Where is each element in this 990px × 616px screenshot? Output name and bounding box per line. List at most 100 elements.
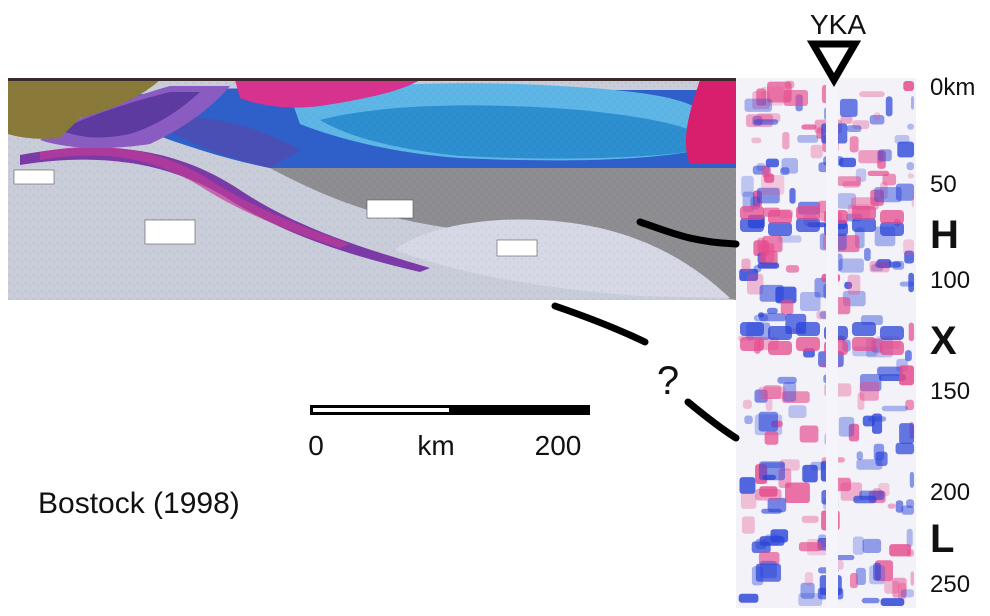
seismic-blob [768, 326, 792, 340]
seismic-blob [852, 322, 876, 336]
seismic-blob [744, 415, 753, 424]
seismic-blob [762, 165, 771, 178]
seismic-blob [763, 385, 782, 399]
seismic-blob [759, 536, 785, 546]
seismic-blob [906, 528, 913, 547]
seismic-blob [800, 292, 821, 311]
scale-unit-label: km [417, 430, 454, 461]
seismic-blob [786, 265, 800, 273]
seismic-blob [783, 382, 797, 402]
h-interpretation-line [636, 218, 740, 248]
seismic-blob [740, 492, 757, 509]
seismic-blob [755, 563, 781, 582]
scale-bar: 0 km 200 [308, 405, 590, 461]
seismic-blob [856, 459, 883, 470]
seismic-blob [756, 88, 766, 106]
seismic-blob [765, 397, 773, 411]
seismic-blob [852, 337, 876, 351]
seismic-blob [895, 500, 904, 513]
seismic-blob [759, 486, 778, 497]
seismic-blob [789, 187, 796, 204]
depth-tick-label: 100 [930, 267, 970, 294]
seismic-blob [796, 218, 820, 232]
seismic-blob [907, 173, 914, 179]
seismic-blob [839, 157, 856, 168]
scale-bar-white-segment [313, 408, 449, 412]
seismic-blob [781, 391, 810, 403]
seismic-blob [859, 381, 879, 401]
seismic-blob [768, 222, 792, 236]
seismic-blob [905, 350, 912, 362]
seismic-blob [799, 425, 819, 443]
station-label: YKA [810, 9, 866, 40]
seismic-blob [867, 170, 890, 176]
seismic-blob [783, 90, 808, 106]
seismic-blob [758, 411, 778, 432]
seismic-blob [801, 515, 819, 523]
seismic-blob [850, 573, 858, 589]
seismic-blob [852, 206, 876, 220]
seismic-blob [741, 258, 751, 272]
seismic-blob [880, 341, 904, 355]
seismic-blob [759, 284, 784, 302]
seismic-blob [768, 341, 792, 355]
x-interpretation-line-upper [551, 302, 649, 346]
unit-label-box [144, 219, 196, 245]
scale-end-label: 200 [535, 430, 582, 461]
seismic-blob [742, 516, 755, 534]
discontinuity-h-label: H [930, 213, 959, 257]
seismic-blob [910, 571, 914, 586]
seismic-blob [739, 477, 756, 494]
seismic-blob [744, 98, 773, 112]
seismic-blob [894, 135, 910, 144]
seismic-blob [872, 413, 883, 434]
seismic-blob [847, 274, 861, 295]
depth-tick-label: 150 [930, 378, 970, 405]
seismic-blob [796, 337, 820, 351]
seismic-blob [836, 176, 862, 186]
seismic-blob [756, 187, 780, 204]
seismic-blobs [738, 80, 914, 606]
seismic-blob [855, 567, 866, 585]
seismic-blob [874, 187, 902, 203]
seismic-blob [768, 210, 792, 224]
seismic-image-panel [736, 78, 916, 608]
seismic-blob [861, 597, 880, 604]
seismic-blob [837, 193, 856, 209]
seismic-blob [753, 314, 769, 322]
seismic-blob [757, 237, 765, 253]
seismic-blob [798, 542, 822, 552]
seismic-blob [757, 262, 780, 269]
seismic-blob [904, 250, 914, 264]
seismic-blob [884, 580, 900, 594]
seismic-blob [751, 137, 762, 144]
seismic-blob [862, 538, 882, 553]
seismic-blob [911, 96, 914, 110]
seismic-blob [848, 423, 860, 442]
seismic-blob [842, 181, 861, 188]
seismic-blob [840, 115, 853, 124]
seismic-blob [892, 577, 907, 598]
seismic-blob [740, 206, 764, 220]
scale-start-label: 0 [308, 430, 324, 461]
seismic-blob [874, 261, 902, 268]
seismic-blob [767, 497, 787, 513]
station-triangle-icon [806, 40, 862, 87]
seismic-blob [880, 326, 904, 340]
seismic-blob [782, 132, 790, 150]
geological-cross-section [8, 78, 736, 300]
seismic-blob [905, 399, 914, 411]
seismic-blob [838, 258, 864, 273]
seismic-blob [739, 268, 759, 281]
seismic-blob [895, 442, 914, 455]
seismic-blob [889, 544, 911, 557]
seismic-blob [864, 248, 871, 261]
seismic-blob [759, 461, 785, 481]
seismic-blob [780, 299, 794, 315]
seismic-blob [859, 91, 885, 97]
seismic-blob [906, 499, 914, 508]
seismic-blob [766, 307, 778, 314]
seismic-blob [759, 560, 777, 579]
seismic-blob [852, 218, 876, 232]
unit-label-box [366, 199, 414, 219]
